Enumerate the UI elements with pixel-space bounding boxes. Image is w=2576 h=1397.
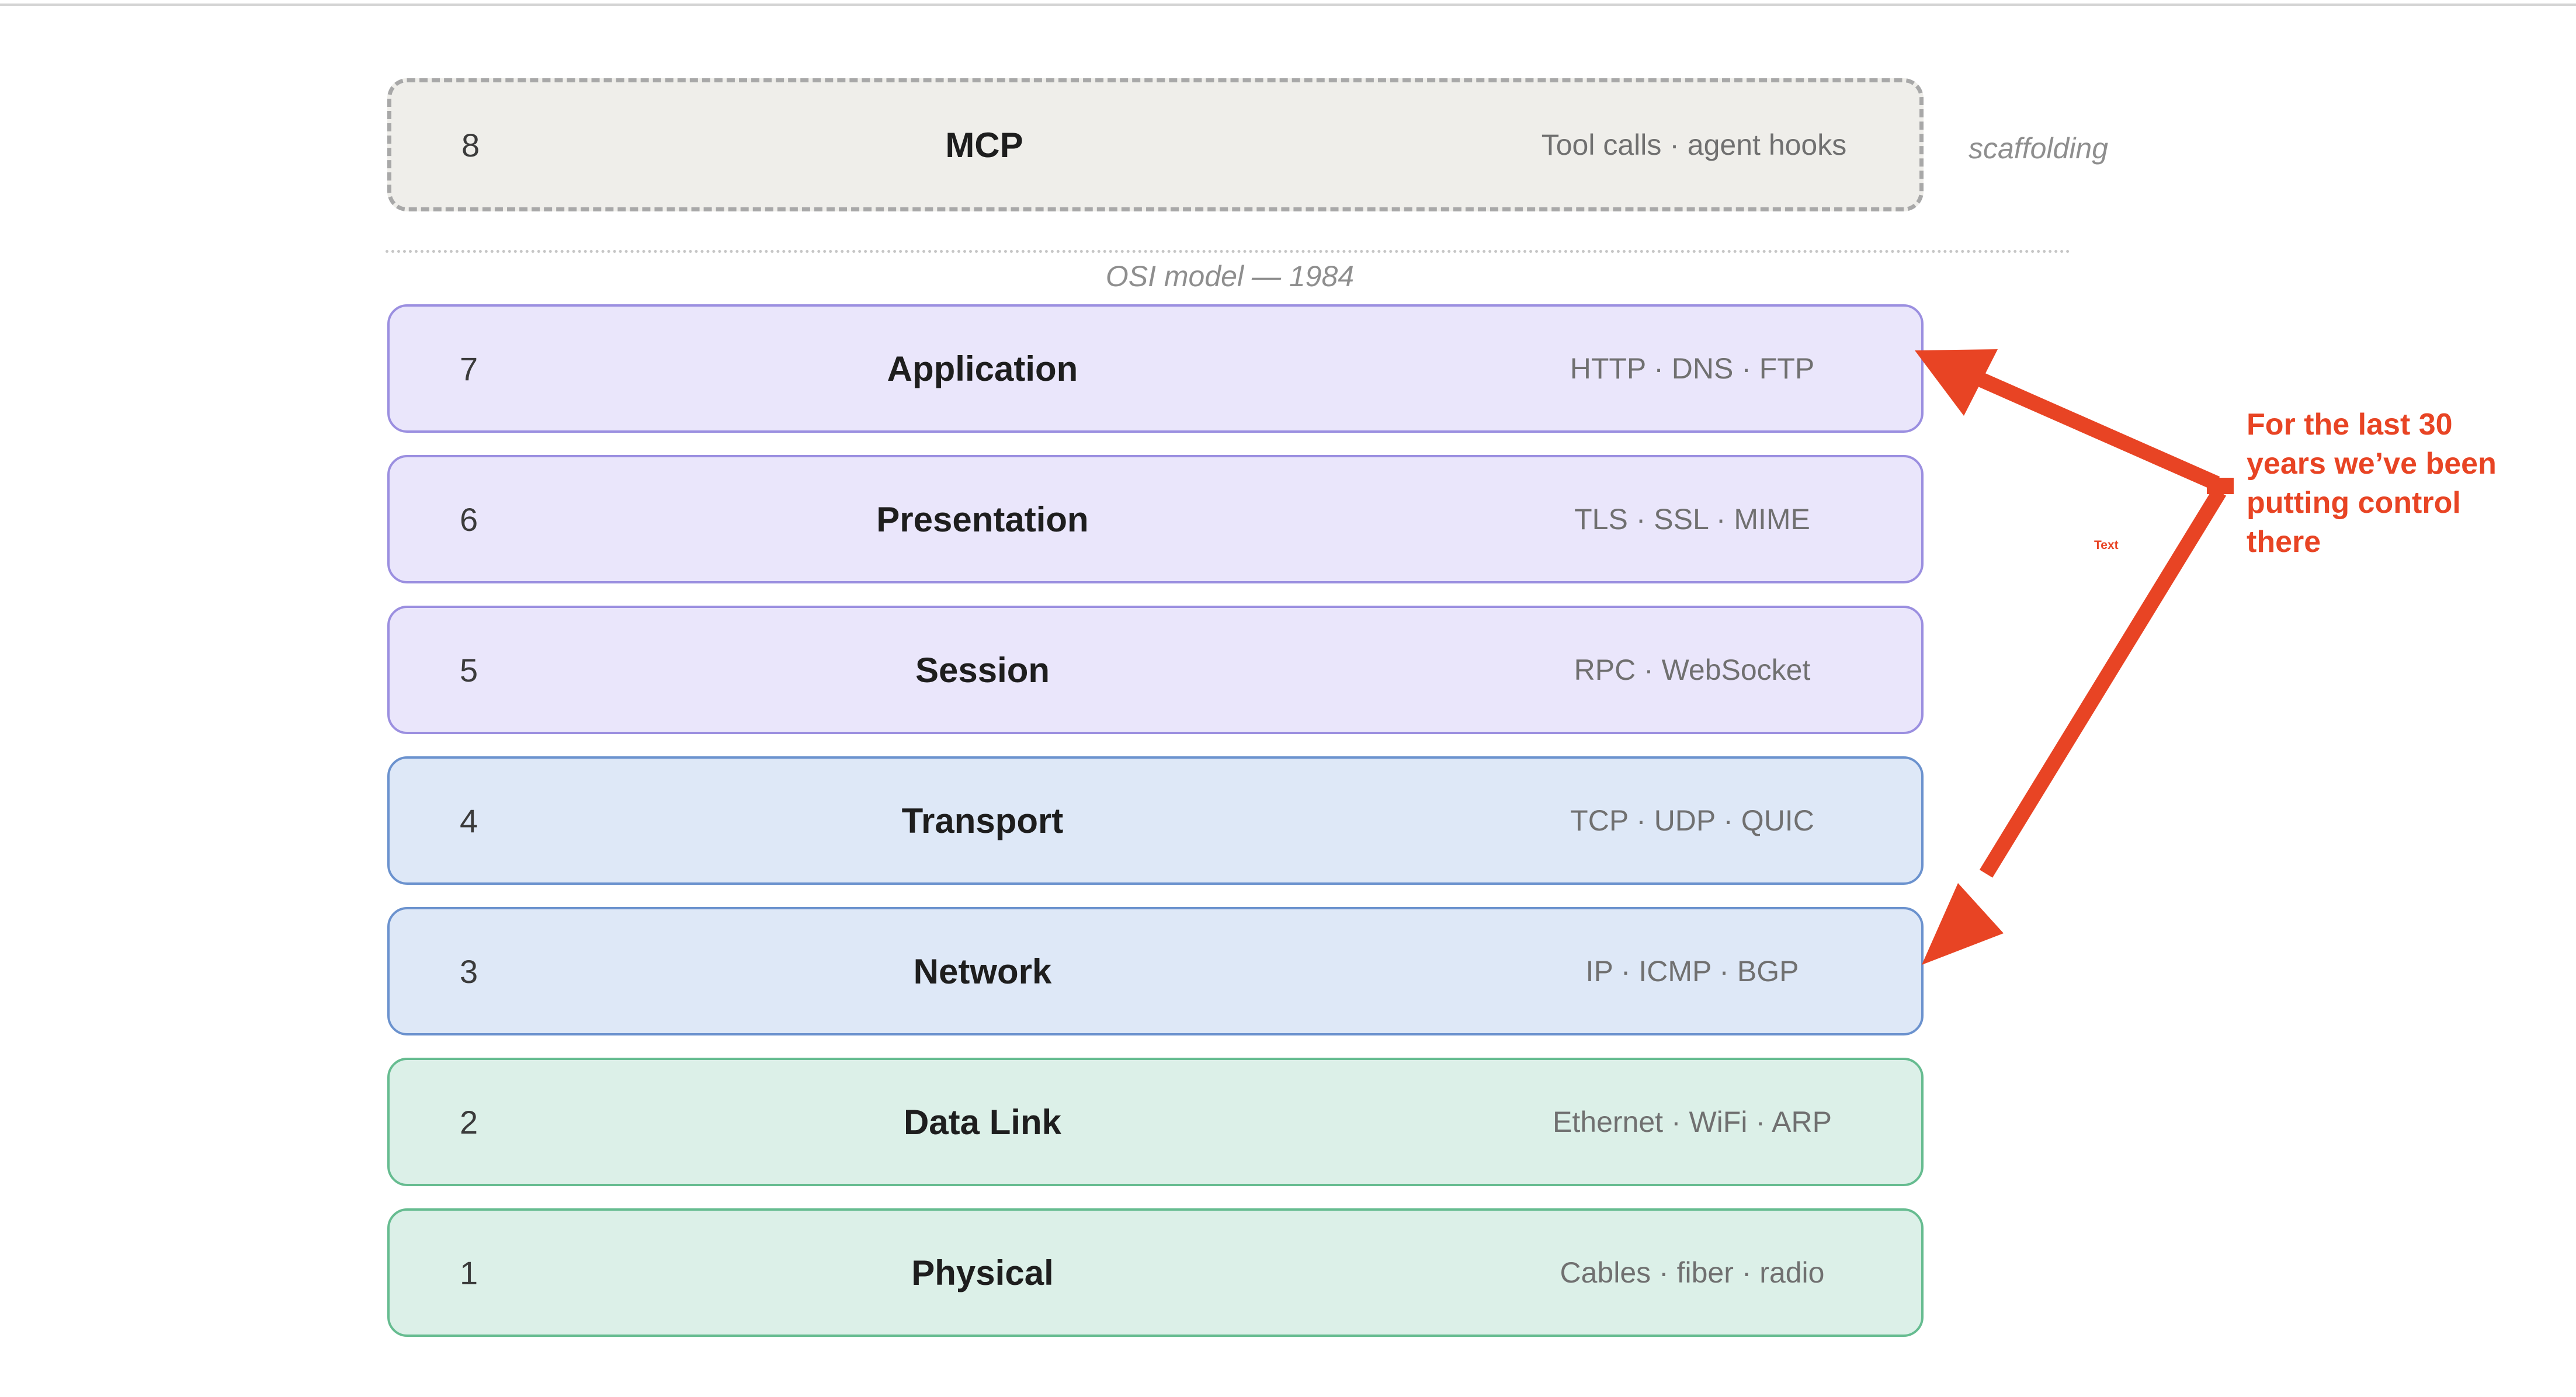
layer-protocols: IP · ICMP · BGP <box>1585 955 1799 988</box>
top-divider-rule <box>0 4 2576 6</box>
layer-number: 7 <box>460 350 478 387</box>
layer-name: Application <box>887 349 1078 388</box>
annotation-anchor-handle <box>2207 478 2234 494</box>
layer-protocols: HTTP · DNS · FTP <box>1570 352 1815 385</box>
layer-number: 8 <box>461 126 480 164</box>
layer-number: 2 <box>460 1103 478 1141</box>
layer-number: 4 <box>460 802 478 839</box>
osi-divider-line <box>386 250 2071 253</box>
annotation-line-4: there <box>2247 525 2321 560</box>
layer-number: 1 <box>460 1254 478 1291</box>
layer-row[interactable]: 2 Data Link Ethernet · WiFi · ARP <box>387 1058 1924 1186</box>
layer-name: MCP <box>945 125 1023 165</box>
layer-protocols: TLS · SSL · MIME <box>1574 503 1810 536</box>
layer-name: Session <box>915 650 1050 690</box>
annotation-text-block: For the last 30 years we’ve been putting… <box>2247 405 2556 562</box>
osi-model-caption: OSI model — 1984 <box>1105 260 1355 293</box>
annotation-arrow-up <box>1915 349 2220 491</box>
annotation-tiny-label: Text <box>2094 538 2119 552</box>
layer-row-mcp[interactable]: 8 MCP Tool calls · agent hooks <box>387 78 1924 211</box>
annotation-line-3: putting control <box>2247 486 2461 520</box>
layer-row[interactable]: 7 Application HTTP · DNS · FTP <box>387 304 1924 433</box>
layer-row[interactable]: 3 Network IP · ICMP · BGP <box>387 907 1924 1035</box>
layer-protocols: TCP · UDP · QUIC <box>1570 804 1814 837</box>
layer-row[interactable]: 4 Transport TCP · UDP · QUIC <box>387 756 1924 885</box>
layer-name: Physical <box>911 1253 1054 1292</box>
layer-row[interactable]: 6 Presentation TLS · SSL · MIME <box>387 455 1924 583</box>
scaffolding-label: scaffolding <box>1969 132 2109 165</box>
layer-name: Data Link <box>903 1102 1062 1142</box>
layer-protocols: RPC · WebSocket <box>1574 654 1811 686</box>
layer-number: 3 <box>460 953 478 990</box>
layer-number: 5 <box>460 651 478 689</box>
layer-name: Presentation <box>876 499 1089 539</box>
layer-row[interactable]: 5 Session RPC · WebSocket <box>387 606 1924 734</box>
osi-layer-list: 7 Application HTTP · DNS · FTP 6 Present… <box>387 304 1924 1359</box>
annotation-line-1: For the last 30 <box>2247 408 2453 442</box>
layer-name: Network <box>913 951 1052 991</box>
annotation-arrow-down <box>1922 488 2227 965</box>
annotation-line-2: years we’ve been <box>2247 447 2497 481</box>
layer-protocols: Ethernet · WiFi · ARP <box>1553 1106 1832 1138</box>
layer-protocols: Tool calls · agent hooks <box>1541 128 1847 161</box>
layer-protocols: Cables · fiber · radio <box>1560 1256 1825 1289</box>
layer-name: Transport <box>901 801 1064 840</box>
layer-number: 6 <box>460 501 478 538</box>
layer-row[interactable]: 1 Physical Cables · fiber · radio <box>387 1208 1924 1337</box>
